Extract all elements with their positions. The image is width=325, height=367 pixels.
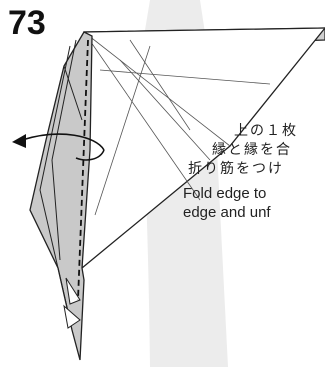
arrow-head [12, 134, 26, 148]
instruction-en-line-2: edge and unf [178, 203, 325, 222]
instruction-en-line-1: Fold edge to [178, 184, 325, 203]
instruction-jp-line-1: 上の１枚 [178, 122, 325, 141]
instruction-text: 上の１枚 縁と縁を合 折り筋をつけ Fold edge to edge and … [178, 122, 325, 222]
step-number: 73 [8, 6, 46, 40]
left-shaded-body [30, 32, 92, 360]
instruction-jp-line-2: 縁と縁を合 [178, 141, 325, 160]
instruction-jp-line-3: 折り筋をつけ [178, 160, 325, 179]
